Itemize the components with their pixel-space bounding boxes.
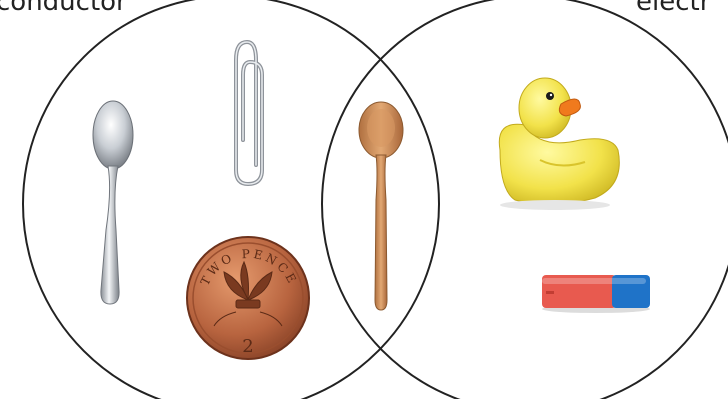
paperclip — [234, 39, 264, 187]
left-set-label: conductor — [0, 0, 127, 17]
metal-spoon — [92, 100, 134, 305]
rubber-duck — [466, 72, 632, 217]
right-set-label: electr — [636, 0, 711, 17]
two-pence-coin: TWO PENCE 2 — [186, 236, 310, 360]
right-circle — [321, 0, 728, 399]
wooden-spoon — [358, 101, 404, 311]
coin-value: 2 — [242, 336, 253, 357]
left-circle — [22, 0, 440, 399]
eraser — [542, 275, 650, 313]
